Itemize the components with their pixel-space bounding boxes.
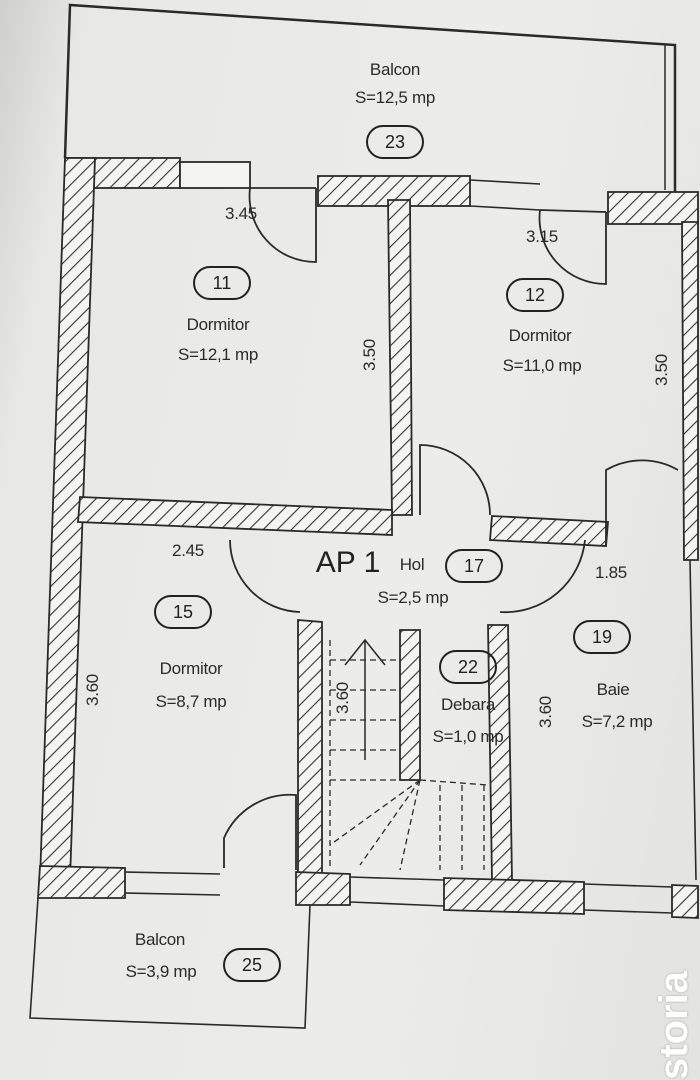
dormitor-12-number: 12 bbox=[506, 278, 564, 312]
dormitor-12-name: Dormitor bbox=[508, 326, 572, 345]
dimension-label: 3.60 bbox=[333, 682, 352, 714]
dormitor-11-number: 11 bbox=[193, 266, 251, 300]
walls bbox=[37, 157, 699, 919]
dimension-label: 3.45 bbox=[225, 204, 257, 223]
dormitor-11-area: S=12,1 mp bbox=[178, 345, 258, 364]
debara-22-area: S=1,0 mp bbox=[432, 727, 504, 746]
dimension-label: 3.60 bbox=[83, 674, 102, 706]
balcony-top-outline bbox=[63, 3, 677, 192]
storia-logo-text: storia bbox=[652, 971, 696, 1080]
dimension-label: 3.50 bbox=[360, 339, 379, 371]
dormitor-12-area: S=11,0 mp bbox=[502, 356, 582, 375]
dimension-label: 3.60 bbox=[536, 696, 555, 728]
baie-19-area: S=7,2 mp bbox=[581, 712, 653, 731]
balcon-25-area: S=3,9 mp bbox=[125, 962, 197, 981]
baie-19-number: 19 bbox=[573, 620, 631, 654]
stair-arrow bbox=[344, 638, 386, 760]
hol-17-area: S=2,5 mp bbox=[377, 588, 449, 607]
door-swings bbox=[223, 187, 679, 870]
debara-22-name: Debara bbox=[441, 695, 495, 714]
dimension-label: 3.15 bbox=[526, 227, 558, 246]
dormitor-15-number: 15 bbox=[154, 595, 212, 629]
storia-logo: storia bbox=[652, 920, 700, 1080]
balcon-23-number: 23 bbox=[366, 125, 424, 159]
dimension-label: 2.45 bbox=[172, 541, 204, 560]
thin-lines bbox=[29, 179, 697, 1029]
debara-22-number: 22 bbox=[439, 650, 497, 684]
baie-19-name: Baie bbox=[596, 680, 630, 699]
dormitor-15-area: S=8,7 mp bbox=[155, 692, 227, 711]
balcon-23-name: Balcon bbox=[369, 60, 421, 79]
balcon-23-area: S=12,5 mp bbox=[355, 88, 435, 107]
dormitor-11-name: Dormitor bbox=[186, 315, 250, 334]
dormitor-15-name: Dormitor bbox=[159, 659, 223, 678]
staircase bbox=[329, 640, 489, 871]
apartment-label: AP 1 bbox=[315, 546, 381, 579]
balcon-25-number: 25 bbox=[223, 948, 281, 982]
hol-17-number: 17 bbox=[445, 549, 503, 583]
dimension-label: 1.85 bbox=[595, 563, 627, 582]
balcon-25-name: Balcon bbox=[134, 930, 186, 949]
hol-17-name: Hol bbox=[399, 555, 425, 574]
dimension-label: 3.50 bbox=[652, 354, 671, 386]
